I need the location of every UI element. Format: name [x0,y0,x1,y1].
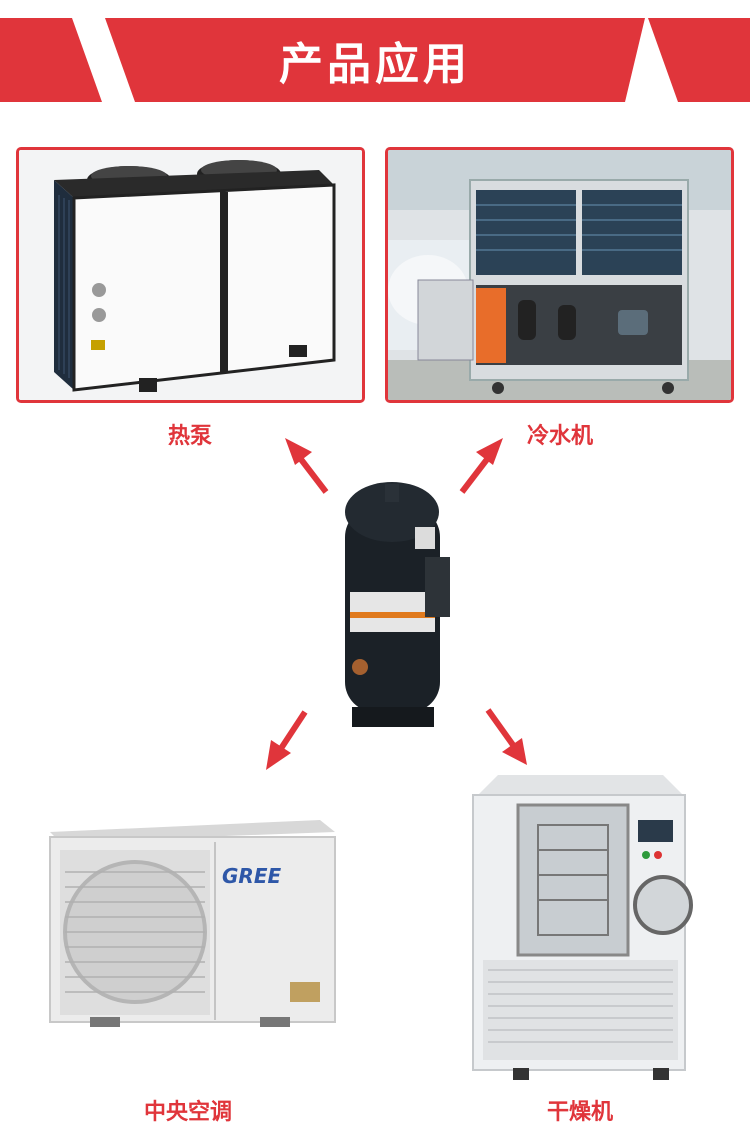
arrow-down-left-icon [266,710,308,770]
heat-pump-image [19,150,362,400]
arrow-up-right-icon [459,438,503,494]
water-chiller-card[interactable] [385,147,734,403]
freeze-dryer-label: 干燥机 [546,1100,613,1125]
air-conditioner-image [49,820,336,1027]
water-chiller-image [388,150,731,400]
arrow-up-left-icon [285,438,329,494]
page-title: 产品应用 [279,39,471,90]
arrow-down-right-icon [485,708,527,765]
heat-pump-label: 热泵 [167,424,212,449]
brand-logo: GREE [222,864,282,888]
scroll-compressor-image [345,482,450,727]
banner-shapes [0,18,750,102]
freeze-dryer-image [472,775,693,1080]
header-banner: 产品应用 [0,0,750,110]
heat-pump-card[interactable] [16,147,365,403]
air-conditioner-label: 中央空调 [143,1100,232,1125]
water-chiller-label: 冷水机 [526,424,593,449]
